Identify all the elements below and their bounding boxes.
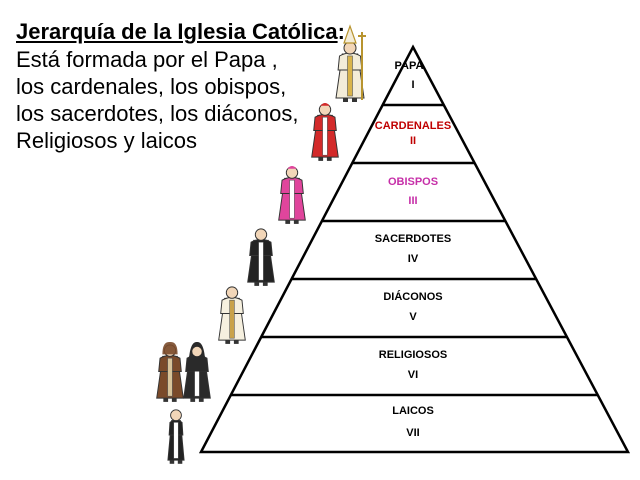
nun-figure-icon	[183, 342, 211, 402]
tier-4: SACERDOTES IV	[375, 233, 451, 265]
pyramid: PAPA I CARDENALES II OBISPOS III SACERDOTES IV D…	[198, 44, 631, 454]
intro-line-2: los cardenales, los obispos,	[16, 74, 287, 99]
tier-name-label: RELIGIOSOS	[379, 349, 447, 361]
layperson-figure-icon	[167, 409, 185, 464]
intro-heading: Jerarquía de la Iglesia Católica:	[16, 18, 396, 46]
intro-line-1: Está formada por el Papa ,	[16, 47, 278, 72]
clergy-figures	[156, 24, 366, 464]
priest-figure-icon	[247, 228, 275, 286]
friar-figure-icon	[156, 341, 184, 402]
intro-text: Jerarquía de la Iglesia Católica: Está f…	[16, 18, 396, 154]
tier-numeral-label: I	[411, 79, 414, 91]
tier-name-label: OBISPOS	[388, 176, 438, 188]
tier-1: PAPA I	[395, 60, 424, 91]
diagram-title: Jerarquía de la Iglesia Católica	[16, 19, 338, 44]
tier-numeral-label: VII	[406, 427, 419, 439]
pyramid-outline	[198, 44, 631, 454]
tier-name-label: SACERDOTES	[375, 233, 451, 245]
intro-line-4: Religiosos y laicos	[16, 128, 197, 153]
deacon-figure-icon	[218, 286, 246, 344]
tier-name-label: PAPA	[395, 60, 424, 72]
pope-figure-icon	[335, 24, 366, 102]
tier-numeral-label: IV	[408, 253, 419, 265]
cardinal-figure-icon	[311, 102, 339, 161]
tier-numeral-label: II	[410, 135, 416, 147]
tier-3: OBISPOS III	[388, 176, 438, 207]
tier-name-label: DIÁCONOS	[383, 290, 442, 303]
intro-line-3: los sacerdotes, los diáconos,	[16, 101, 299, 126]
tier-7: LAICOS VII	[392, 405, 434, 439]
tier-6: RELIGIOSOS VI	[379, 349, 447, 381]
tier-name-label: CARDENALES	[375, 120, 451, 132]
bishop-figure-icon	[278, 165, 306, 224]
tier-name-label: LAICOS	[392, 405, 434, 417]
tier-5: DIÁCONOS V	[383, 290, 442, 323]
tier-numeral-label: V	[409, 311, 417, 323]
tier-numeral-label: III	[408, 195, 417, 207]
title-colon: :	[337, 19, 345, 44]
tier-numeral-label: VI	[408, 369, 418, 381]
tier-2: CARDENALES II	[375, 120, 451, 147]
